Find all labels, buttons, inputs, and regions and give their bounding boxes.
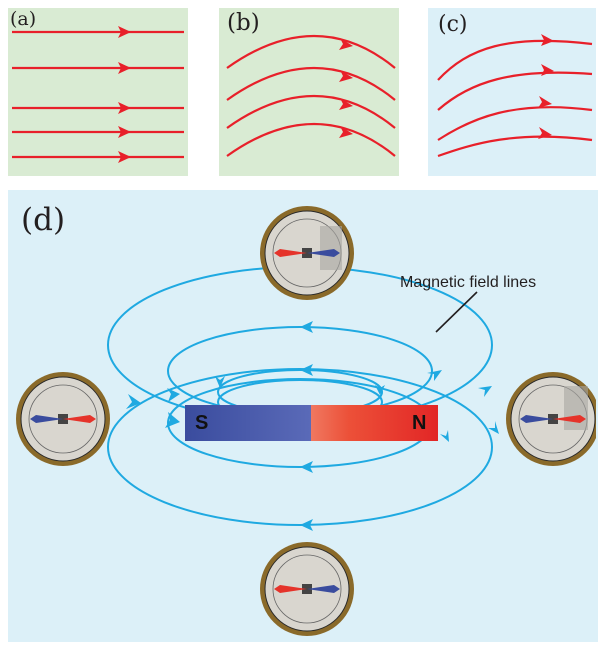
arrowhead-icon: [541, 64, 554, 76]
panel-c-diagram: [428, 8, 596, 176]
panel-c-field-lines: [437, 39, 593, 158]
compass-bottom: [258, 540, 356, 638]
panel-b-arrowheads: [339, 38, 353, 138]
field-line: [226, 35, 396, 69]
panel-b: (b): [219, 8, 399, 176]
arrowhead-icon: [300, 321, 313, 333]
magnet-south-pole: [185, 405, 311, 441]
field-lines-annotation: Magnetic field lines: [400, 274, 537, 291]
arrowhead-icon: [538, 127, 552, 139]
arrowhead-icon: [541, 34, 554, 46]
arrowhead-icon: [118, 102, 131, 114]
field-line: [226, 67, 396, 101]
panel-d: (d) S N Magnetic field lines: [8, 190, 598, 642]
arrowhead-icon: [339, 126, 353, 138]
arrowhead-icon: [300, 364, 313, 376]
panel-b-diagram: [219, 8, 399, 176]
panel-c: (c): [428, 8, 596, 176]
compass-right: [504, 370, 596, 468]
compass-left: [14, 370, 112, 468]
arrowhead-icon: [339, 98, 353, 110]
field-line: [226, 95, 396, 129]
arrowhead-icon: [478, 386, 492, 397]
arrowhead-icon: [375, 385, 385, 395]
compass-top: [258, 204, 356, 302]
arrowhead-icon: [427, 370, 442, 381]
compass-icon: [16, 372, 110, 466]
magnet-south-label: S: [195, 412, 209, 434]
field-line: [437, 71, 593, 111]
panel-a-background: [8, 8, 188, 176]
arrowhead-icon: [118, 26, 131, 38]
arrowhead-icon: [300, 461, 313, 473]
panel-label: (a): [10, 8, 37, 30]
panel-label: (c): [438, 12, 468, 37]
panel-c-background: [428, 8, 596, 176]
compass-icon: [506, 372, 596, 466]
panel-label: (d): [21, 202, 66, 238]
arrowhead-icon: [300, 519, 313, 531]
arrowhead-icon: [440, 430, 449, 442]
arrowhead-icon: [165, 412, 180, 428]
field-line: [226, 123, 396, 157]
field-line: [437, 135, 593, 158]
field-line: [437, 39, 593, 81]
compass-icon: [260, 206, 354, 300]
arrowhead-icon: [538, 96, 552, 108]
arrowhead-icon: [118, 151, 131, 163]
arrowhead-icon: [118, 62, 131, 74]
panel-label: (b): [227, 10, 260, 36]
arrowhead-icon: [339, 70, 353, 82]
arrowhead-icon: [488, 421, 499, 434]
panel-a: (a): [8, 8, 188, 176]
magnet-north-pole: [311, 405, 438, 441]
arrowhead-icon: [118, 126, 131, 138]
arrowhead-icon: [215, 376, 225, 388]
annotation-leader-line: [435, 291, 478, 333]
panel-b-field-lines: [226, 35, 396, 157]
arrowhead-icon: [339, 38, 353, 50]
panel-c-arrowheads: [538, 34, 554, 139]
arrowhead-icon: [126, 394, 141, 409]
magnet-north-label: N: [412, 412, 427, 434]
panel-a-field-lines: [12, 30, 184, 159]
compass-icon: [260, 542, 354, 636]
arrowhead-icon: [167, 388, 180, 402]
field-line: [437, 106, 593, 141]
panel-a-arrowheads: [118, 26, 131, 163]
panel-a-diagram: [8, 8, 188, 176]
